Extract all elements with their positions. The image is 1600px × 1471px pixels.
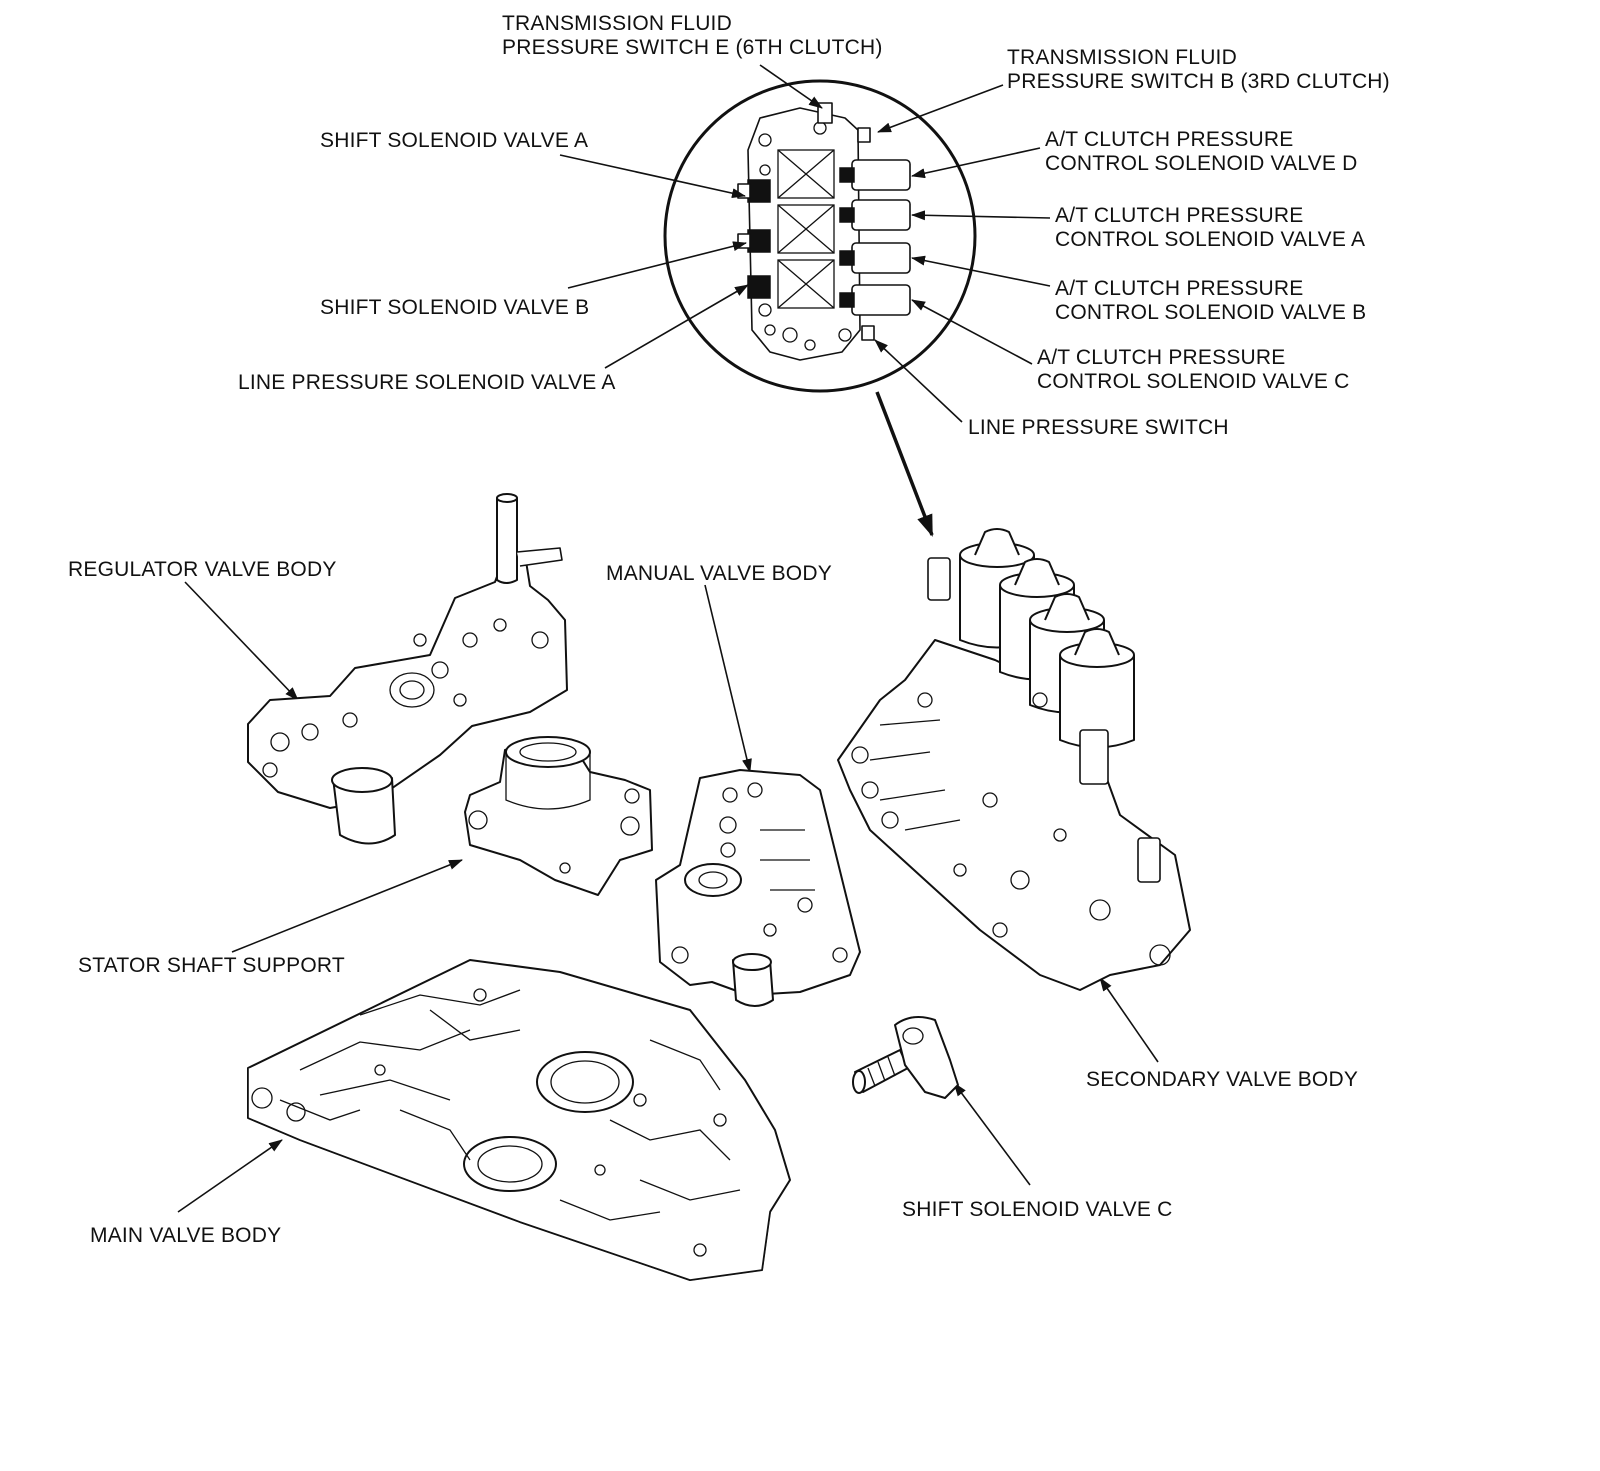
label-shift-solenoid-b: SHIFT SOLENOID VALVE B bbox=[320, 296, 590, 319]
detail-valve-assembly bbox=[737, 102, 911, 361]
shift-solenoid-valve-c-part bbox=[852, 1015, 959, 1099]
detail-circle bbox=[663, 79, 977, 393]
label-line-pressure-solenoid-a: LINE PRESSURE SOLENOID VALVE A bbox=[238, 371, 616, 394]
label-stator-shaft-support: STATOR SHAFT SUPPORT bbox=[78, 954, 345, 977]
secondary-solenoid-stack bbox=[959, 528, 1135, 749]
secondary-valve-body bbox=[837, 528, 1191, 991]
stator-shaft-support bbox=[464, 736, 653, 896]
label-main-valve-body: MAIN VALVE BODY bbox=[90, 1224, 282, 1247]
label-secondary-valve-body: SECONDARY VALVE BODY bbox=[1086, 1068, 1359, 1091]
leader-lines bbox=[177, 64, 1159, 1213]
label-line-pressure-switch: LINE PRESSURE SWITCH bbox=[968, 416, 1229, 439]
label-manual-valve-body: MANUAL VALVE BODY bbox=[606, 562, 832, 585]
regulator-valve-body bbox=[247, 493, 568, 845]
main-valve-body bbox=[247, 959, 791, 1281]
label-regulator-valve-body: REGULATOR VALVE BODY bbox=[68, 558, 337, 581]
manual-valve-body bbox=[655, 769, 861, 1007]
label-shift-solenoid-c: SHIFT SOLENOID VALVE C bbox=[902, 1198, 1173, 1221]
label-shift-solenoid-a: SHIFT SOLENOID VALVE A bbox=[320, 129, 589, 152]
